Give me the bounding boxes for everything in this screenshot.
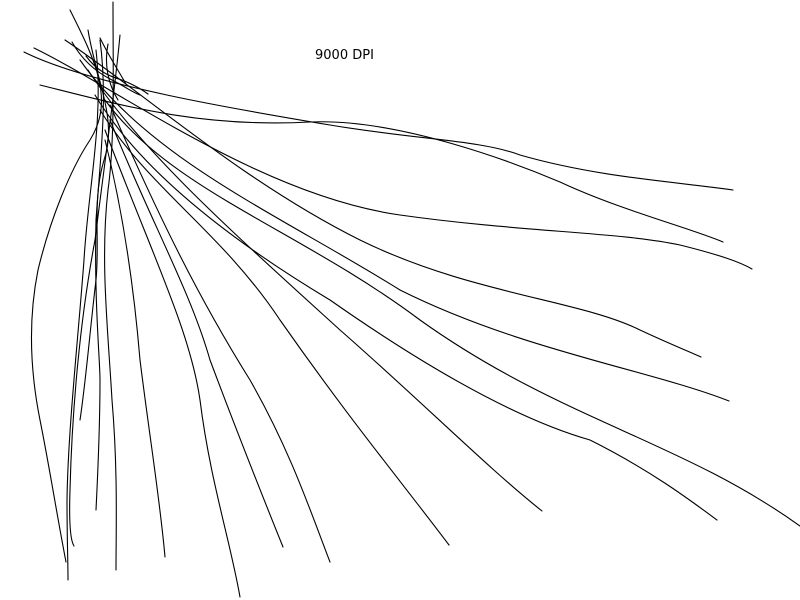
stroke [105, 43, 119, 101]
stroke [104, 139, 166, 558]
stroke [104, 1, 117, 571]
stroke [30, 9, 103, 563]
stroke [79, 29, 110, 421]
stroke [99, 37, 127, 85]
stroke [71, 41, 141, 96]
stroke [33, 47, 753, 270]
stroke [109, 104, 331, 563]
stroke [94, 94, 718, 521]
stroke [39, 84, 724, 243]
stroke [104, 99, 800, 527]
stroke [66, 49, 99, 581]
stroke [87, 69, 543, 512]
stroke [109, 119, 284, 548]
stroke [79, 59, 730, 402]
stroke [95, 39, 104, 511]
stroke [64, 39, 702, 358]
stroke [69, 34, 121, 547]
stroke [104, 129, 241, 598]
dpi-caption-text: 9000 DPI [315, 48, 374, 63]
stroke [23, 51, 734, 191]
stroke [99, 109, 450, 546]
stroke [85, 55, 149, 95]
